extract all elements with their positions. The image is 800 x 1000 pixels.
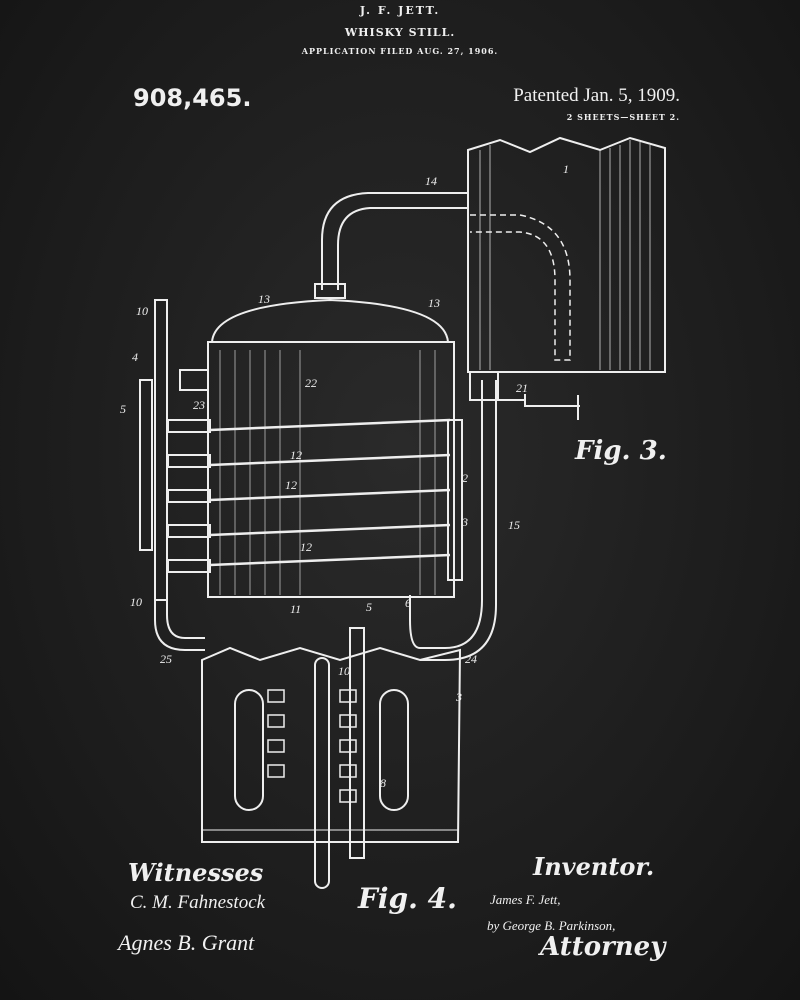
ref-label: 10: [338, 664, 350, 678]
pot-dome: [210, 298, 450, 343]
patent-number: 908,465.: [133, 84, 252, 112]
witnesses-label: Witnesses: [128, 858, 264, 887]
ref-label: 21: [516, 381, 528, 395]
ref-label: 13: [258, 292, 270, 306]
ref-label: 12: [300, 540, 312, 554]
inventor-label: Inventor.: [533, 852, 655, 881]
ref-label: 12: [290, 448, 302, 462]
ref-label: 8: [380, 776, 386, 790]
ref-label: 25: [160, 652, 172, 666]
patent-title: WHISKY STILL.: [344, 26, 456, 39]
ref-label: 2: [462, 471, 468, 485]
application-date: APPLICATION FILED AUG. 27, 1906.: [301, 46, 499, 56]
ref-label: 14: [425, 174, 437, 188]
attorney-signature: by George B. Parkinson,: [487, 918, 616, 933]
pot-body: [207, 341, 455, 598]
vapor-pipe: [321, 192, 468, 290]
left-return-pipe: [154, 595, 205, 651]
patented-date: Patented Jan. 5, 1909.: [513, 85, 680, 106]
ref-label: 12: [285, 478, 297, 492]
witness-signature-1: C. M. Fahnestock: [130, 892, 266, 913]
ref-label: 4: [132, 350, 138, 364]
return-pipe-15: [409, 380, 497, 661]
ref-label: 10: [136, 304, 148, 318]
ref-label: 6: [405, 596, 411, 610]
left-manifold: [139, 299, 211, 601]
figure-3-label: Fig. 3.: [575, 436, 667, 466]
ref-label: 23: [193, 398, 205, 412]
ref-label: 5: [366, 600, 372, 614]
ref-label: 10: [130, 595, 142, 609]
inventor-signature: James F. Jett,: [490, 892, 561, 907]
ref-label: 15: [508, 518, 520, 532]
attorney-label: Attorney: [540, 932, 666, 962]
sheet-number: 2 SHEETS—SHEET 2.: [566, 112, 680, 122]
figure-4-label: Fig. 4.: [358, 882, 457, 915]
condenser-tank: [467, 136, 666, 373]
witness-signature-2: Agnes B. Grant: [118, 930, 255, 955]
ref-label: 24: [465, 652, 477, 666]
ref-label: 22: [305, 376, 317, 390]
lower-vessel: [201, 627, 462, 889]
ref-label: 5: [120, 402, 126, 416]
inventor-name-heading: J. F. JETT.: [359, 4, 441, 17]
ref-label: 13: [428, 296, 440, 310]
ref-label: 11: [290, 602, 302, 616]
ref-label: 3: [456, 690, 462, 704]
ref-label: 3: [462, 515, 468, 529]
ref-label: 1: [563, 162, 569, 176]
